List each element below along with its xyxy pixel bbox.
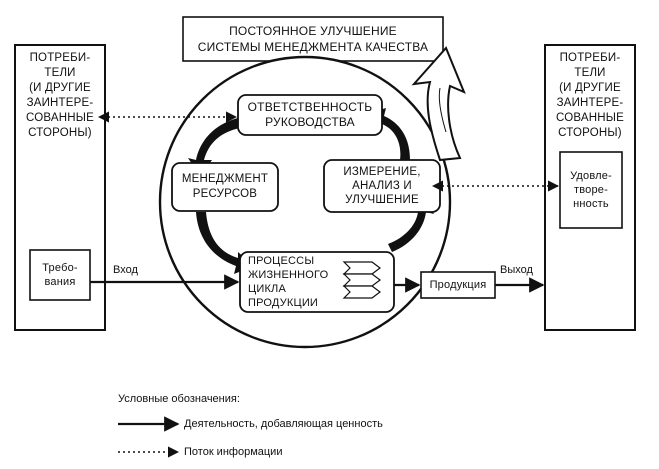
legend-information-flow-label: Поток информации bbox=[184, 446, 283, 458]
requirements-box bbox=[29, 249, 91, 301]
product-label: Продукция bbox=[429, 278, 487, 291]
output-label: Выход bbox=[500, 264, 533, 276]
process-chevrons-icon bbox=[342, 261, 381, 299]
input-label: Вход bbox=[113, 264, 138, 276]
requirements-label: Требо- вания bbox=[42, 262, 78, 288]
left-parties-title: ПОТРЕБИ- ТЕЛИ (И ДРУГИЕ ЗАИНТЕРЕ- СОВАНН… bbox=[25, 52, 95, 139]
satisfaction-box bbox=[559, 151, 623, 229]
resource-management-box bbox=[171, 162, 279, 212]
product-realization-label: ПРОЦЕССЫ ЖИЗНЕННОГО ЦИКЛА ПРОДУКЦИИ bbox=[248, 255, 329, 309]
legend-value-activity-label: Деятельность, добавляющая ценность bbox=[184, 418, 383, 430]
resource-management-label: МЕНЕДЖМЕНТ РЕСУРСОВ bbox=[181, 173, 269, 200]
banner-title: ПОСТОЯННОЕ УЛУЧШЕНИЕ СИСТЕМЫ МЕНЕДЖМЕНТА… bbox=[197, 24, 429, 54]
measurement-label: ИЗМЕРЕНИЕ, АНАЛИЗ И УЛУЧШЕНИЕ bbox=[343, 166, 421, 206]
continual-improvement-arrow bbox=[411, 46, 466, 162]
management-responsibility-box bbox=[237, 94, 383, 136]
right-parties-title: ПОТРЕБИ- ТЕЛИ (И ДРУГИЕ ЗАИНТЕРЕ- СОВАНН… bbox=[555, 52, 625, 139]
management-responsibility-label: ОТВЕТСТВЕННОСТЬ РУКОВОДСТВА bbox=[247, 100, 373, 129]
cycle-arrow-responsibility-to-resources bbox=[188, 118, 240, 176]
legend-title: Условные обозначения: bbox=[118, 393, 240, 405]
satisfaction-label: Удовле- творе- нность bbox=[570, 170, 612, 210]
product-box bbox=[420, 271, 496, 299]
